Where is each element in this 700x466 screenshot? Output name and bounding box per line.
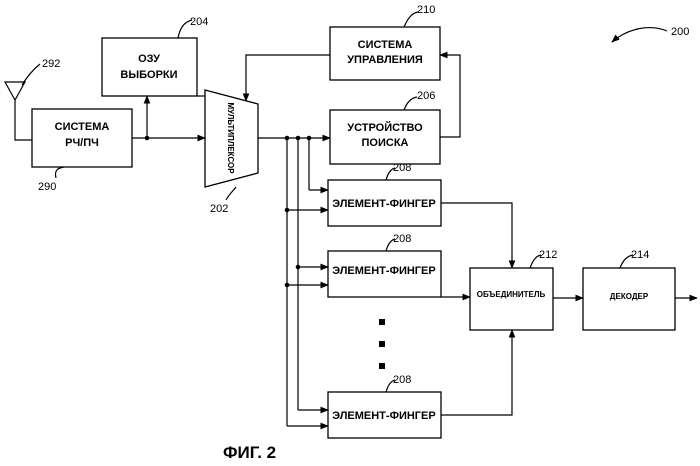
rf-if-line2: РЧ/ПЧ xyxy=(65,137,99,149)
more-fingers-ellipsis xyxy=(379,319,385,369)
finger-label-2: ЭЛЕМЕНТ-ФИНГЕР xyxy=(332,265,435,277)
antenna-icon xyxy=(5,64,40,112)
sample-ram-line2: ВЫБОРКИ xyxy=(120,69,177,81)
multiplexer-label: МУЛЬТИПЛЕКСОР xyxy=(226,102,235,174)
combiner-label: ОБЪЕДИНИТЕЛЬ xyxy=(477,290,546,299)
sample-ram-line1: ОЗУ xyxy=(138,53,160,65)
sample-ram-ref-label: 204 xyxy=(190,16,208,28)
control-system-line2: УПРАВЛЕНИЯ xyxy=(347,54,423,66)
multiplexer-ref-label: 202 xyxy=(210,203,228,215)
ref-202-leader xyxy=(226,187,236,200)
ref-290-leader xyxy=(55,167,64,178)
ref-206-leader xyxy=(404,97,417,110)
finger-ref-label-3: 208 xyxy=(393,374,411,386)
searcher-line1: УСТРОЙСТВО xyxy=(347,121,423,134)
control-system-line1: СИСТЕМА xyxy=(358,39,413,51)
decoder-label: ДЕКОДЕР xyxy=(610,292,649,301)
finger-ref-label-1: 208 xyxy=(393,162,411,174)
ref-200-label: 200 xyxy=(671,26,689,38)
antenna-to-rf-wire xyxy=(15,112,32,140)
decoder-ref-label: 214 xyxy=(631,249,649,261)
ref-210-leader xyxy=(404,12,418,27)
combiner-box xyxy=(470,268,553,330)
figure-caption: ФИГ. 2 xyxy=(223,443,276,462)
finger-label-3: ЭЛЕМЕНТ-ФИНГЕР xyxy=(332,410,435,422)
antenna-ref-label: 292 xyxy=(42,58,60,70)
sample-ram-box xyxy=(102,38,197,96)
rf-if-ref-label: 290 xyxy=(38,181,56,193)
rf-if-line1: СИСТЕМА xyxy=(55,121,110,133)
finger-label-1: ЭЛЕМЕНТ-ФИНГЕР xyxy=(332,198,435,210)
searcher-line2: ПОИСКА xyxy=(362,137,409,149)
ref-200-leader xyxy=(612,28,667,42)
finger-ref-label-2: 208 xyxy=(393,233,411,245)
control-system-ref-label: 210 xyxy=(417,4,435,16)
combiner-ref-label: 212 xyxy=(539,249,557,261)
searcher-ref-label: 206 xyxy=(417,90,435,102)
